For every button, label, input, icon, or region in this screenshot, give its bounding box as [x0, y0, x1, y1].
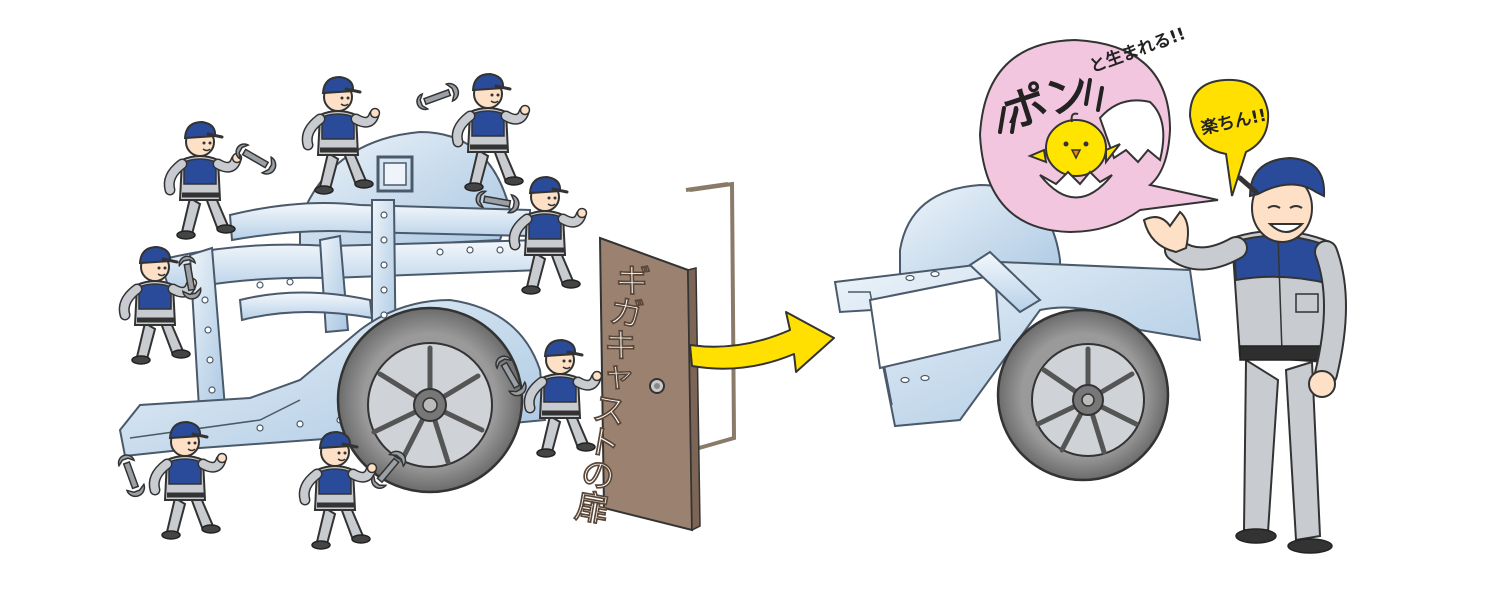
wrench-icon — [413, 80, 462, 114]
impact-lines — [998, 78, 1104, 134]
happy-worker — [1142, 156, 1347, 554]
pon-speech-bubble: ポン と生まれる!! — [978, 23, 1219, 234]
wrench-icon — [231, 139, 280, 179]
worker-figure — [514, 177, 586, 294]
right-wheel — [996, 308, 1170, 482]
wrench-icon — [114, 451, 148, 500]
easy-speech-bubble: 楽ちん!! — [1188, 78, 1270, 197]
left-wheel — [336, 306, 524, 494]
gigacast-single-part — [833, 183, 1202, 482]
arrow-right-icon — [689, 311, 835, 373]
chick-icon — [1027, 112, 1121, 199]
